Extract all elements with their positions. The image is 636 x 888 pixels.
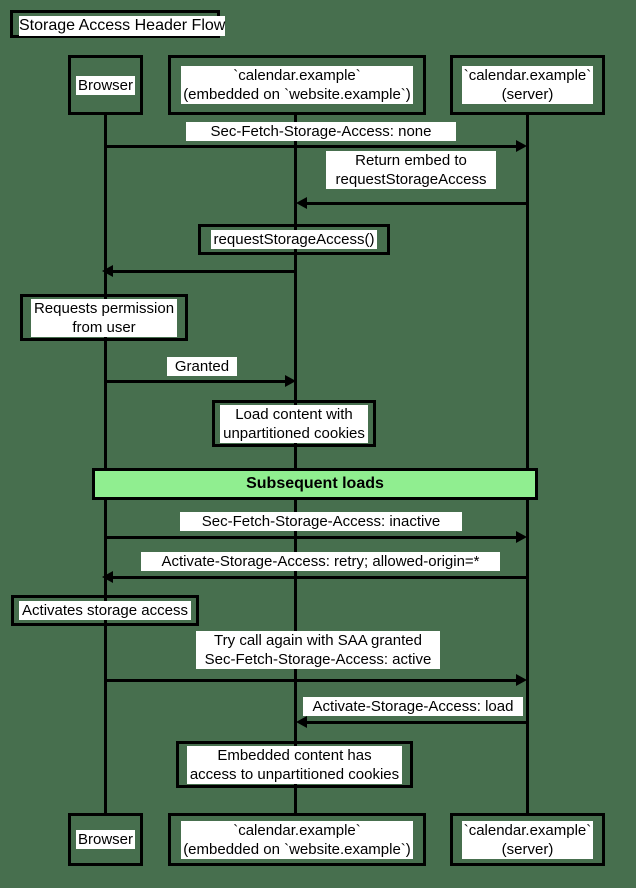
- message-label-6: Activate-Storage-Access: retry; allowed-…: [141, 552, 500, 571]
- message-line-7: [104, 679, 523, 682]
- participant-embedded-label-bottom: `calendar.example` (embedded on `website…: [181, 820, 413, 859]
- section-banner-label: Subsequent loads: [246, 475, 384, 492]
- participant-server-top[interactable]: `calendar.example` (server): [450, 55, 605, 115]
- participant-embedded-bottom[interactable]: `calendar.example` (embedded on `website…: [168, 813, 426, 866]
- participant-browser-top[interactable]: Browser: [68, 55, 143, 115]
- message-label-5: Sec-Fetch-Storage-Access: inactive: [180, 512, 462, 531]
- message-arrowhead-6: [102, 571, 113, 583]
- message-label-1: Sec-Fetch-Storage-Access: none: [186, 122, 456, 141]
- participant-server-bottom[interactable]: `calendar.example` (server): [450, 813, 605, 866]
- diagram-title: Storage Access Header Flow: [19, 16, 226, 36]
- message-label-7: Try call again with SAA granted Sec-Fetc…: [196, 631, 440, 669]
- participant-embedded-label-top: `calendar.example` (embedded on `website…: [181, 66, 413, 104]
- lifeline-embedded: [294, 115, 297, 815]
- message-arrowhead-1: [516, 140, 527, 152]
- message-arrowhead-8: [296, 716, 307, 728]
- note-load-content-text: Load content with unpartitioned cookies: [220, 404, 368, 443]
- note-embedded-content-access: Embedded content has access to unpartiti…: [176, 741, 413, 788]
- message-line-1: [104, 145, 523, 148]
- lifeline-server: [526, 115, 529, 815]
- message-arrowhead-3: [102, 265, 113, 277]
- message-line-6: [107, 576, 527, 579]
- note-activates-storage-access-text: Activates storage access: [19, 601, 191, 620]
- participant-browser-label-top: Browser: [75, 75, 135, 95]
- message-arrowhead-5: [516, 531, 527, 543]
- note-embedded-content-access-text: Embedded content has access to unpartiti…: [186, 745, 403, 784]
- note-requests-permission-text: Requests permission from user: [30, 298, 178, 337]
- message-line-2: [301, 202, 527, 205]
- participant-browser-label-bottom: Browser: [75, 830, 135, 849]
- note-load-content: Load content with unpartitioned cookies: [212, 400, 376, 447]
- message-label-8: Activate-Storage-Access: load: [303, 697, 523, 716]
- message-label-4: Granted: [167, 357, 237, 376]
- participant-embedded-top[interactable]: `calendar.example` (embedded on `website…: [168, 55, 426, 115]
- diagram-title-box: Storage Access Header Flow: [10, 10, 226, 38]
- message-arrowhead-4: [285, 375, 296, 387]
- participant-server-label-bottom: `calendar.example` (server): [461, 820, 594, 859]
- note-requests-permission: Requests permission from user: [20, 294, 188, 341]
- message-line-4: [104, 380, 291, 383]
- note-request-storage-access-text: requestStorageAccess(): [210, 230, 378, 249]
- message-line-8: [301, 721, 527, 724]
- message-arrowhead-7: [516, 674, 527, 686]
- lifeline-browser: [104, 115, 107, 815]
- message-label-2: Return embed to requestStorageAccess: [326, 151, 496, 189]
- section-banner-subsequent-loads: Subsequent loads: [92, 468, 538, 500]
- note-activates-storage-access: Activates storage access: [11, 595, 199, 626]
- participant-browser-bottom[interactable]: Browser: [68, 813, 143, 866]
- message-arrowhead-2: [296, 197, 307, 209]
- participant-server-label-top: `calendar.example` (server): [461, 66, 594, 104]
- message-line-5: [104, 536, 523, 539]
- note-request-storage-access: requestStorageAccess(): [198, 224, 390, 255]
- message-line-3: [107, 270, 295, 273]
